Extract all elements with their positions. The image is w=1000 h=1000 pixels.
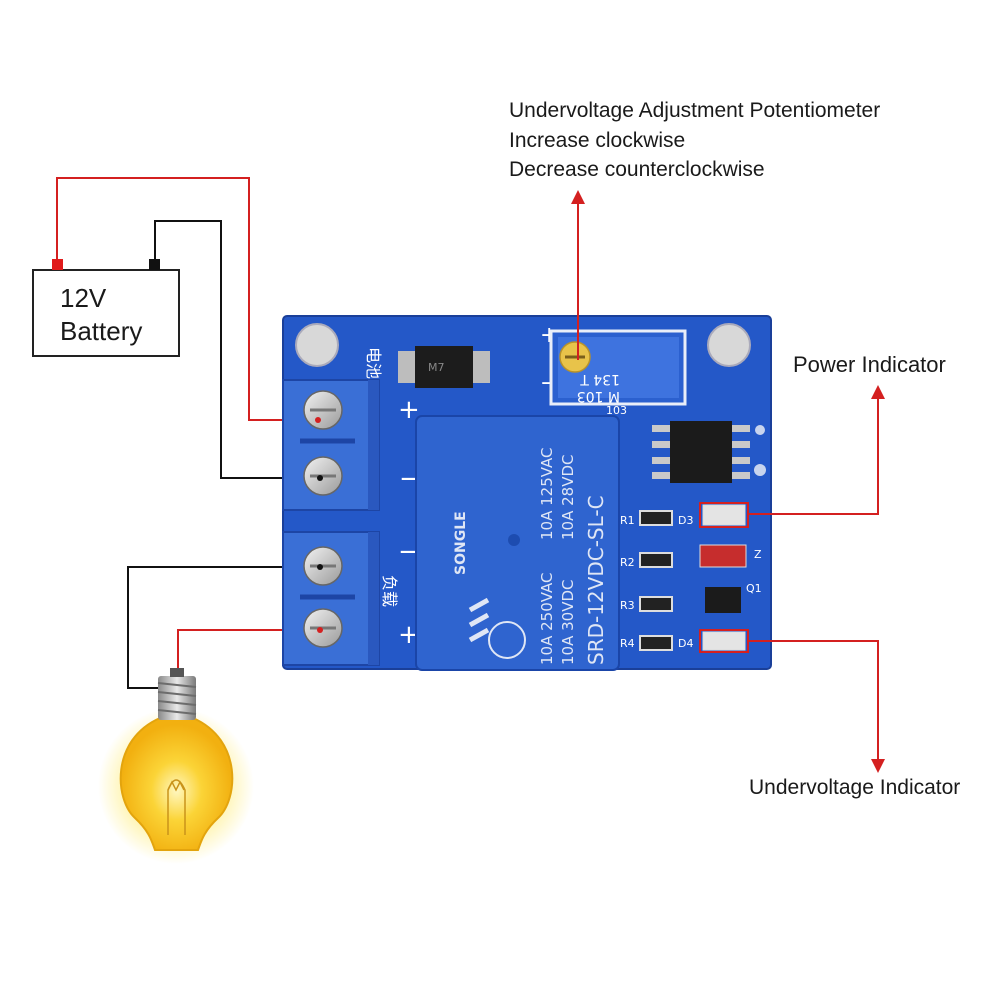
component-label: R3 (620, 599, 635, 612)
pot-marking: 134 T (580, 371, 620, 387)
via (754, 464, 766, 476)
battery-terminal-block (282, 379, 380, 511)
relay: SONGLE SRD-12VDC-SL-C 10A 250VAC 10A 30V… (415, 415, 620, 671)
undervoltage-led (702, 631, 746, 651)
relay-rating: 10A 125VAC (538, 447, 556, 540)
component-label: Q1 (746, 582, 762, 595)
via (755, 425, 765, 435)
power-led (702, 504, 746, 526)
cqc-mark (488, 621, 526, 659)
load-terminal-block (282, 531, 380, 666)
wire-battery-negative (154, 220, 320, 479)
potentiometer-decrease-note: Decrease counterclockwise (509, 158, 765, 181)
undervoltage-indicator-label: Undervoltage Indicator (749, 776, 960, 799)
wire-battery-positive (56, 177, 318, 421)
battery-negative-terminal (149, 259, 160, 270)
battery-positive-terminal (52, 259, 63, 270)
mounting-hole (707, 323, 751, 367)
pcb-board: 电池 + − − 负载 + + − (282, 315, 772, 671)
wires (56, 177, 320, 689)
relay-model: SRD-12VDC-SL-C (584, 495, 608, 665)
arrow-undervoltage-indicator (748, 640, 885, 773)
pot-code: 103 (606, 404, 627, 417)
pot-marking: M 103 (577, 388, 620, 404)
minus-sign: − (398, 537, 420, 567)
component-label: D4 (678, 637, 693, 650)
relay-rating: 10A 250VAC (538, 572, 556, 665)
component-label: D3 (678, 514, 693, 527)
wire-load-positive (177, 629, 320, 680)
component-label: R1 (620, 514, 635, 527)
potentiometer-title: Undervoltage Adjustment Potentiometer (509, 99, 880, 122)
power-indicator-label: Power Indicator (793, 352, 946, 377)
plus-sign: + (398, 620, 420, 650)
diode-marking: M7 (428, 361, 445, 374)
relay-rating: 10A 28VDC (559, 455, 577, 541)
battery-terminal-label: 电池 (364, 347, 383, 379)
battery-label-name: Battery (60, 316, 142, 346)
relay-rating: 10A 30VDC (559, 580, 577, 666)
potentiometer-increase-note: Increase clockwise (509, 129, 685, 152)
smd-components: R1 D3 R2 Z R3 Q1 R4 D4 (620, 504, 762, 651)
component-label: R4 (620, 637, 635, 650)
annotation-arrows (571, 190, 885, 773)
ic-chip (652, 421, 750, 483)
load-terminal-label: 负载 (380, 575, 399, 607)
component-label: Z (754, 548, 762, 561)
arrow-power-indicator (748, 385, 885, 515)
plus-sign: + (398, 395, 420, 425)
mounting-hole (295, 323, 339, 367)
component-label: R2 (620, 556, 635, 569)
battery: 12V Battery (32, 259, 180, 357)
light-bulb (98, 668, 254, 864)
bulb-glass (119, 717, 234, 851)
battery-label-voltage: 12V (60, 283, 107, 313)
zener-diode (699, 544, 747, 568)
wire-load-negative (127, 566, 320, 689)
diode: M7 (398, 346, 490, 388)
relay-brand: SONGLE (453, 511, 469, 575)
potentiometer[interactable]: 134 T M 103 103 (549, 329, 687, 417)
transistor (705, 587, 741, 613)
